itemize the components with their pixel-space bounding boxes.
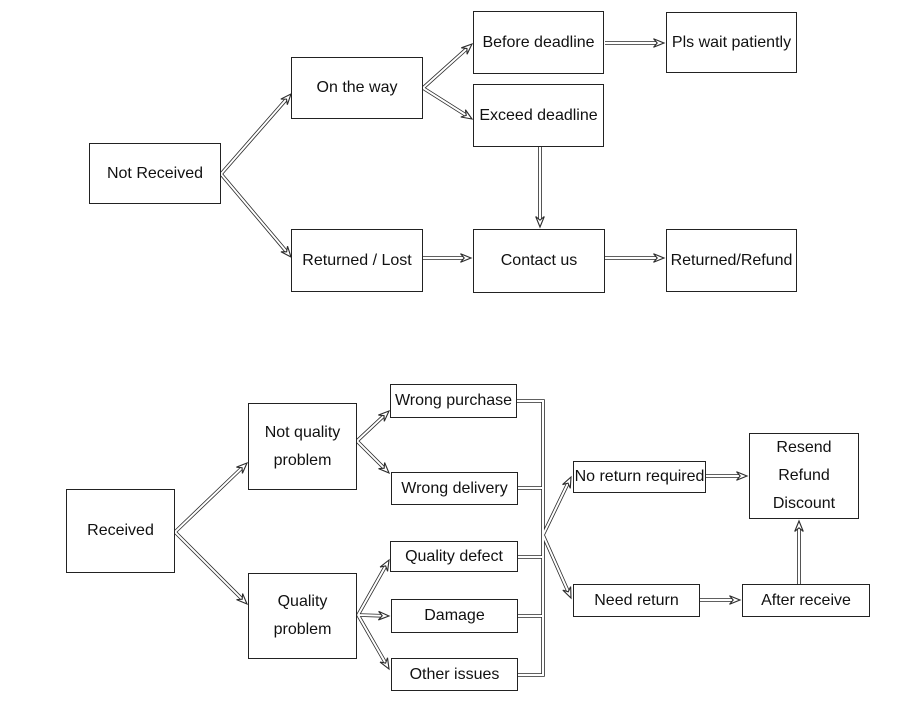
node-after-receive: After receive — [742, 584, 870, 617]
node-label-line: Wrong delivery — [401, 479, 508, 497]
node-before-deadline: Before deadline — [473, 11, 604, 74]
arrowhead-icon — [460, 253, 473, 263]
arrowhead-icon — [562, 475, 572, 489]
node-label-line: Wrong purchase — [394, 392, 513, 409]
arrowhead-icon — [378, 462, 391, 475]
arrowhead-icon — [236, 593, 249, 606]
node-pls-wait-patiently: Pls wait patiently — [666, 12, 797, 73]
node-label-line: Need return — [594, 591, 679, 609]
arrowhead-icon — [377, 610, 391, 621]
arrowhead-icon — [729, 595, 742, 605]
node-label-line: Refund — [778, 467, 830, 484]
node-quality-defect: Quality defect — [390, 541, 518, 572]
arrowhead-icon — [461, 43, 474, 55]
arrowhead-icon — [653, 38, 666, 48]
node-no-return-required: No return required — [573, 461, 706, 493]
node-label-line: Damage — [424, 607, 485, 624]
node-label-line: Quality defect — [405, 547, 503, 565]
node-label-line: Resend — [776, 439, 832, 456]
arrowhead-icon — [379, 657, 390, 671]
arrowhead-icon — [378, 410, 391, 422]
node-label-line: Returned/Refund — [670, 251, 793, 269]
node-label-line: Quality — [277, 593, 328, 610]
arrowhead-icon — [653, 253, 666, 263]
arrowhead-icon — [236, 461, 249, 474]
node-label-line: Not quality — [264, 423, 341, 441]
node-label-line: Exceed deadline — [479, 106, 598, 124]
arrowhead-icon — [280, 92, 292, 105]
arrowhead-icon — [736, 471, 749, 481]
node-not-quality-problem: Not quality problem — [248, 403, 357, 490]
arrowheads — [236, 38, 804, 671]
node-quality-problem: Quality problem — [248, 573, 357, 659]
node-label-line: On the way — [316, 79, 398, 96]
node-label-line: problem — [273, 451, 332, 469]
node-need-return: Need return — [573, 584, 700, 617]
arrowhead-icon — [562, 586, 572, 600]
arrowhead-icon — [379, 558, 390, 572]
node-label-line: Pls wait patiently — [671, 33, 792, 51]
arrowhead-icon — [794, 519, 804, 532]
arrowhead-icon — [535, 216, 545, 229]
arrowhead-icon — [280, 246, 292, 259]
node-damage: Damage — [391, 599, 518, 633]
node-label-line: problem — [273, 621, 332, 638]
node-returned-lost: Returned / Lost — [291, 229, 423, 292]
arrowhead-icon — [460, 109, 474, 120]
node-on-the-way: On the way — [291, 57, 423, 119]
node-wrong-delivery: Wrong delivery — [391, 472, 518, 505]
node-label-line: Discount — [772, 495, 836, 512]
node-wrong-purchase: Wrong purchase — [390, 384, 517, 418]
node-label-line: Not Received — [106, 164, 204, 182]
node-label-line: Contact us — [500, 252, 578, 269]
node-other-issues: Other issues — [391, 658, 518, 691]
node-label-line: Received — [87, 522, 154, 539]
node-label-line: Returned / Lost — [302, 251, 412, 269]
node-label-line: Before deadline — [482, 33, 595, 51]
node-exceed-deadline: Exceed deadline — [473, 84, 604, 147]
node-received: Received — [66, 489, 175, 573]
node-label-line: No return required — [574, 468, 705, 485]
node-contact-us: Contact us — [473, 229, 605, 293]
node-label-line: Other issues — [409, 665, 500, 683]
node-not-received: Not Received — [89, 143, 221, 204]
connector-inner-fills — [174, 42, 800, 676]
node-label-line: After receive — [761, 591, 851, 609]
node-returned-refund: Returned/Refund — [666, 229, 797, 292]
